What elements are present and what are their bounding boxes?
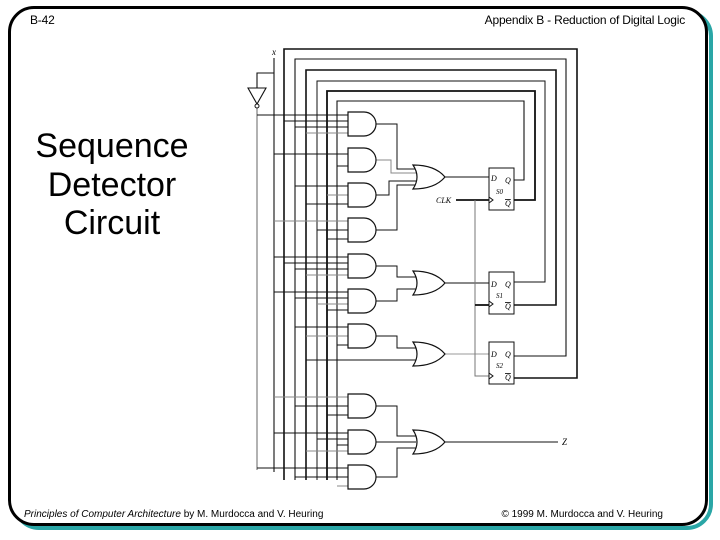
flip-flop-s2: D Q S2 Q — [490, 350, 511, 382]
or-gate — [411, 270, 446, 296]
title-line: Sequence — [35, 127, 189, 165]
ff-d-label: D — [490, 280, 497, 289]
wire — [376, 447, 416, 478]
inverter-bubble — [254, 103, 260, 109]
wire — [256, 72, 274, 88]
clock-triangle-icon — [488, 300, 494, 308]
ff-d-label: D — [490, 174, 497, 183]
ff-q-label: Q — [505, 280, 511, 289]
wire — [376, 180, 416, 196]
ff-name-label: S1 — [496, 292, 503, 300]
wire — [474, 200, 489, 377]
chapter-title: Appendix B - Reduction of Digital Logic — [484, 13, 686, 27]
ff-d-label: D — [490, 350, 497, 359]
wire — [376, 405, 416, 437]
footer-citation: Principles of Computer Architecture by M… — [24, 509, 323, 520]
wire — [305, 69, 557, 480]
clock-triangle-icon — [488, 372, 494, 380]
flip-flop-box — [488, 341, 515, 385]
or-gate — [411, 341, 446, 367]
book-title: Principles of Computer Architecture — [24, 509, 181, 520]
and-gate — [347, 464, 377, 490]
ff-name-label: S2 — [496, 362, 504, 370]
and-gate — [347, 429, 377, 455]
footer-copyright: © 1999 M. Murdocca and V. Heuring — [501, 509, 663, 520]
flip-flop-box — [488, 271, 515, 315]
ff-qbar-label: Q — [505, 373, 511, 382]
and-gate — [347, 147, 377, 173]
and-gate — [347, 111, 377, 137]
and-gate — [347, 217, 377, 243]
wire — [336, 100, 525, 480]
output-z-label: Z — [562, 437, 568, 447]
wire — [376, 184, 416, 231]
and-gate — [347, 253, 377, 279]
wire — [376, 123, 416, 170]
flip-flop-s0: D Q S0 Q — [490, 174, 511, 208]
title-line: Detector — [47, 165, 177, 204]
ff-q-label: Q — [505, 176, 511, 185]
and-gate — [347, 393, 377, 419]
or-gate — [411, 164, 446, 190]
ff-qbar-label: Q — [505, 199, 511, 208]
ff-name-label: S0 — [496, 188, 504, 196]
wire — [376, 335, 416, 349]
title-line: Circuit — [63, 204, 161, 242]
clk-label: CLK — [436, 196, 452, 205]
input-x-label: x — [271, 47, 276, 57]
wire — [376, 288, 416, 302]
clock-triangle-icon — [488, 196, 494, 204]
and-gate — [347, 288, 377, 314]
and-gate — [347, 323, 377, 349]
wire — [316, 80, 546, 480]
ff-q-label: Q — [505, 350, 511, 359]
wire — [376, 265, 416, 278]
wire — [294, 58, 567, 480]
flip-flop-s1: D Q S1 Q — [490, 280, 511, 311]
page-number: B-42 — [30, 13, 55, 27]
wire — [376, 159, 416, 174]
wire — [283, 48, 578, 480]
slide-title: Sequence Detector Circuit — [12, 127, 212, 243]
footer-authors: by M. Murdocca and V. Heuring — [180, 509, 324, 520]
inverter-gate — [247, 87, 267, 106]
and-gate — [347, 182, 377, 208]
or-gate — [411, 429, 446, 455]
flip-flop-box — [488, 167, 515, 211]
ff-qbar-label: Q — [505, 302, 511, 311]
